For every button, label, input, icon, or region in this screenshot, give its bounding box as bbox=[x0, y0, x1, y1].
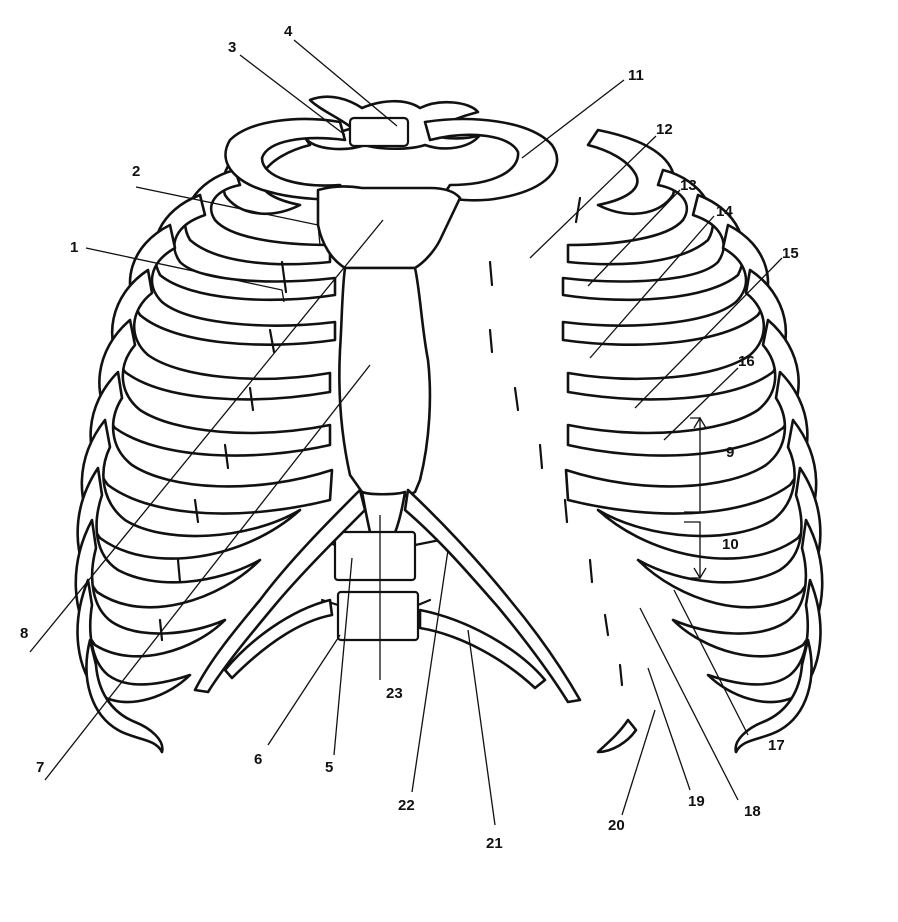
label-19: 19 bbox=[688, 793, 705, 810]
label-9: 9 bbox=[726, 444, 734, 461]
manubrium bbox=[316, 185, 462, 270]
left-rib-11 bbox=[76, 578, 192, 704]
rib-cage-drawing bbox=[74, 95, 824, 754]
leader-4 bbox=[293, 39, 398, 127]
leader-22 bbox=[411, 549, 449, 793]
label-4: 4 bbox=[284, 23, 293, 40]
label-5: 5 bbox=[325, 759, 333, 776]
floating-rib-tip-right bbox=[596, 718, 638, 754]
label-15: 15 bbox=[782, 245, 799, 262]
label-20: 20 bbox=[608, 817, 625, 834]
label-1: 1 bbox=[70, 239, 78, 256]
label-10: 10 bbox=[722, 536, 739, 553]
label-8: 8 bbox=[20, 625, 28, 642]
label-3: 3 bbox=[228, 39, 236, 56]
leader-17 bbox=[673, 589, 749, 736]
arrow-10 bbox=[693, 567, 707, 580]
label-21: 21 bbox=[486, 835, 503, 852]
bracket-10 bbox=[684, 521, 701, 579]
leader-12 bbox=[529, 135, 657, 259]
right-rib-1 bbox=[586, 128, 676, 216]
label-7: 7 bbox=[36, 759, 44, 776]
leader-3 bbox=[239, 54, 346, 136]
lower-costal-arc-left bbox=[223, 598, 334, 680]
leader-19 bbox=[647, 667, 691, 791]
vertebra-l1 bbox=[336, 590, 420, 642]
label-12: 12 bbox=[656, 121, 673, 138]
leader-11 bbox=[521, 79, 625, 159]
left-rib-12 bbox=[85, 638, 164, 754]
lower-costal-arc bbox=[418, 608, 547, 690]
leader-20 bbox=[621, 709, 656, 816]
leader-15 bbox=[634, 257, 783, 409]
sternum-body bbox=[338, 266, 432, 500]
label-14: 14 bbox=[716, 203, 733, 220]
left-costal-margin bbox=[193, 488, 367, 694]
leader-2 bbox=[135, 186, 321, 246]
label-2: 2 bbox=[132, 163, 140, 180]
leader-13 bbox=[587, 189, 681, 287]
label-18: 18 bbox=[744, 803, 761, 820]
label-11: 11 bbox=[628, 67, 644, 84]
arrow-9 bbox=[693, 416, 707, 429]
right-rib-12 bbox=[734, 638, 813, 754]
label-22: 22 bbox=[398, 797, 415, 814]
left-ribs bbox=[74, 128, 337, 754]
leader-8 bbox=[29, 219, 384, 653]
right-rib-11 bbox=[706, 578, 822, 704]
vertebral-body bbox=[348, 116, 410, 148]
vertebra-t12 bbox=[333, 530, 417, 582]
leader-6 bbox=[267, 634, 341, 746]
lower-vertebrae bbox=[318, 530, 442, 642]
leader-14 bbox=[589, 215, 715, 359]
bracket-9 bbox=[684, 417, 701, 513]
label-13: 13 bbox=[680, 177, 697, 194]
label-6: 6 bbox=[254, 751, 262, 768]
leader-1 bbox=[85, 247, 285, 303]
labels: 1 2 3 4 5 6 7 8 9 10 11 12 13 14 15 16 1… bbox=[20, 23, 799, 852]
label-23: 23 bbox=[386, 685, 403, 702]
leader-21 bbox=[467, 629, 496, 826]
leader-18 bbox=[639, 607, 739, 801]
leader-lines bbox=[29, 39, 783, 826]
right-costal-margin bbox=[403, 488, 582, 704]
leader-5 bbox=[333, 557, 353, 756]
costal-cartilage-joints bbox=[158, 196, 624, 687]
label-17: 17 bbox=[768, 737, 785, 754]
leader-7 bbox=[44, 364, 371, 781]
right-ribs bbox=[561, 128, 824, 754]
leader-16 bbox=[663, 367, 739, 441]
label-16: 16 bbox=[738, 353, 755, 370]
